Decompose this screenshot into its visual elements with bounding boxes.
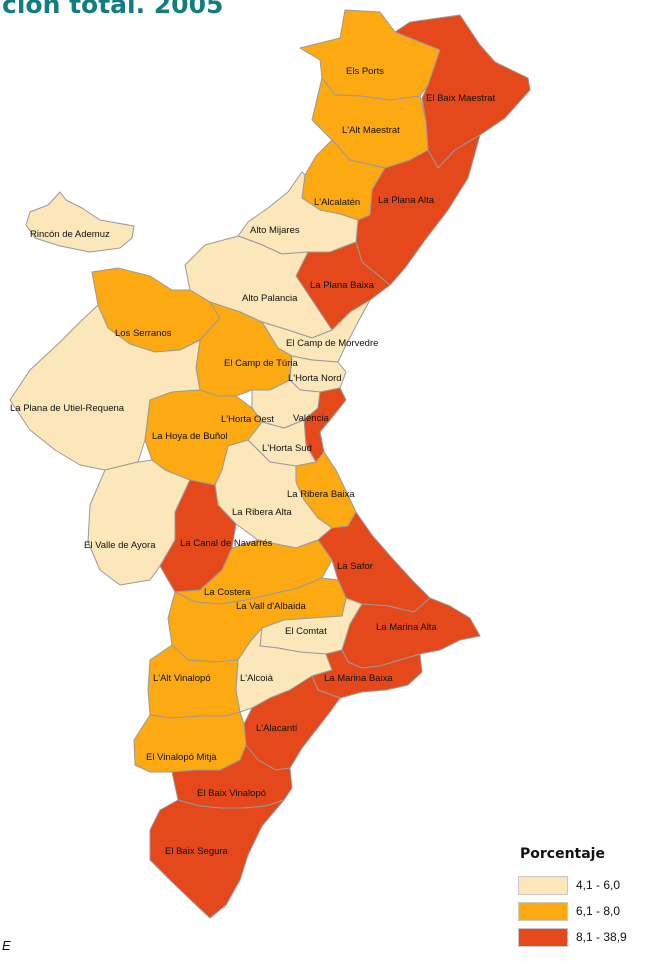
label-rincon-de-ademuz: Rincón de Ademuz: [30, 229, 110, 240]
region-el-baix-segura[interactable]: [149, 799, 285, 919]
label-la-costera: La Costera: [204, 587, 251, 598]
label-el-camp-de-morvedre: El Camp de Morvedre: [286, 338, 378, 349]
legend-swatch-high: [518, 927, 568, 947]
label-el-baix-maestrat: El Baix Maestrat: [426, 93, 496, 104]
label-els-ports: Els Ports: [346, 66, 384, 77]
legend-swatch-low: [518, 875, 568, 895]
label-la-plana-baixa: La Plana Baixa: [310, 280, 375, 291]
source-note: E: [2, 938, 11, 953]
label-lalcalaten: L'Alcalatén: [314, 197, 360, 208]
label-lalcoia: L'Alcoià: [240, 673, 274, 684]
label-la-marina-alta: La Marina Alta: [376, 622, 437, 633]
label-la-ribera-alta: La Ribera Alta: [232, 507, 292, 518]
legend-label: 4,1 - 6,0: [576, 878, 621, 892]
legend-title: Porcentaje: [520, 846, 605, 862]
label-alto-mijares: Alto Mijares: [250, 225, 300, 236]
label-el-camp-de-turia: El Camp de Túria: [224, 358, 298, 369]
legend-swatch-mid: [518, 901, 568, 921]
label-el-valle-de-ayora: El Valle de Ayora: [84, 540, 156, 551]
label-lalt-vinalopo: L'Alt Vinalopó: [153, 673, 211, 684]
region-labels: Els Ports El Baix Maestrat L'Alt Maestra…: [10, 66, 496, 857]
label-el-comtat: El Comtat: [285, 626, 327, 637]
page-title: ción total. 2005: [2, 0, 224, 19]
legend-item: 4,1 - 6,0: [518, 872, 654, 898]
label-la-ribera-baixa: La Ribera Baixa: [287, 489, 355, 500]
label-la-plana-alta: La Plana Alta: [378, 195, 435, 206]
label-los-serranos: Los Serranos: [115, 328, 172, 339]
label-lalt-maestrat: L'Alt Maestrat: [342, 125, 400, 136]
label-la-safor: La Safor: [337, 561, 373, 572]
region-rincon-de-ademuz[interactable]: [25, 191, 135, 253]
label-la-canal-de-navarres: La Canal de Navarrés: [180, 538, 273, 549]
label-alto-palancia: Alto Palancia: [242, 293, 298, 304]
label-la-plana-de-utiel-requena: La Plana de Utiel-Requena: [10, 403, 125, 414]
map-legend: Porcentaje 4,1 - 6,0 6,1 - 8,0 8,1 - 38,…: [518, 846, 654, 950]
label-el-vinalopo-mitja: El Vinalopó Mitjà: [146, 752, 217, 763]
legend-item: 8,1 - 38,9: [518, 924, 654, 950]
label-la-hoya-de-bunol: La Hoya de Buñol: [152, 431, 228, 442]
label-lhorta-oest: L'Horta Oest: [221, 414, 274, 425]
label-la-marina-baixa: La Marina Baixa: [324, 673, 393, 684]
label-valencia: València: [293, 413, 329, 424]
legend-label: 8,1 - 38,9: [576, 930, 627, 944]
legend-item: 6,1 - 8,0: [518, 898, 654, 924]
label-el-baix-segura: El Baix Segura: [165, 846, 229, 857]
label-lalacanti: L'Alacantí: [256, 723, 298, 734]
region-la-plana-alta[interactable]: [355, 134, 481, 286]
region-el-vinalopo-mitja[interactable]: [133, 711, 247, 773]
label-lhorta-nord: L'Horta Nord: [288, 373, 342, 384]
legend-label: 6,1 - 8,0: [576, 904, 621, 918]
label-la-vall-dalbaida: La Vall d'Albaida: [236, 601, 306, 612]
label-el-baix-vinalopo: El Baix Vinalopó: [197, 788, 266, 799]
label-lhorta-sud: L'Horta Sud: [262, 443, 312, 454]
